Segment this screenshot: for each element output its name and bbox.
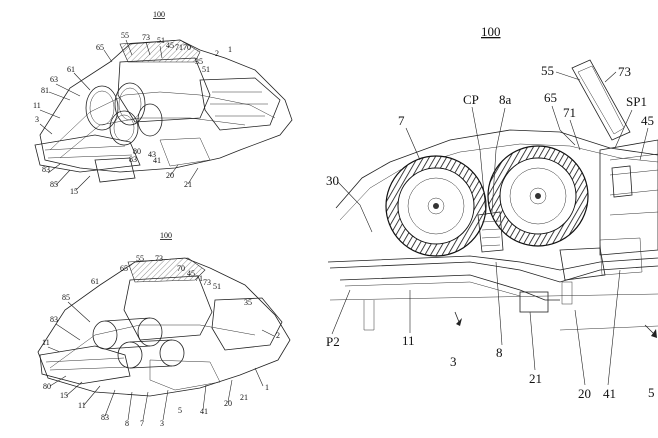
right-labels: 55 73 7 CP 8a 65 71 SP1 45 30 P2 11 3 8 …: [326, 63, 655, 401]
callout-label: 51: [213, 282, 221, 291]
callout-label: 5: [178, 406, 182, 415]
callout-label: 65: [544, 90, 557, 105]
callout-label: 45: [187, 269, 195, 278]
callout-label: 2: [276, 331, 280, 340]
callout-label: 11: [42, 338, 50, 347]
callout-label: 83: [101, 413, 109, 422]
callout-label: 73: [618, 64, 631, 79]
callout-label: 35: [195, 57, 203, 66]
callout-label: 21: [529, 371, 542, 386]
callout-label: 41: [603, 386, 616, 401]
figure-title: 100: [160, 231, 172, 240]
callout-label: 2: [215, 49, 219, 58]
callout-label: 85: [62, 293, 70, 302]
callout-label: 41: [153, 156, 161, 165]
callout-label: 80: [43, 382, 51, 391]
callout-label: 21: [184, 180, 192, 189]
callout-label: 81: [41, 86, 49, 95]
figure-title: 100: [153, 10, 165, 19]
callout-label: 15: [60, 391, 68, 400]
callout-label: 3: [35, 115, 39, 124]
callout-label: 85: [50, 180, 58, 189]
callout-label: 73: [203, 278, 211, 287]
callout-label: 80: [133, 147, 141, 156]
callout-label: 83: [129, 155, 137, 164]
figure-top-left: 100 55 73 51 45 71 70 2 1: [33, 10, 293, 196]
callout-label: 5: [648, 385, 655, 400]
callout-label: 15: [70, 187, 78, 196]
figure-right: 100: [326, 24, 658, 401]
callout-label: 61: [91, 277, 99, 286]
callout-label: 63: [50, 75, 58, 84]
callout-label: 73: [142, 33, 150, 42]
callout-label: 8a: [499, 92, 512, 107]
callout-label: 73: [155, 254, 163, 263]
callout-label: 20: [224, 399, 232, 408]
callout-label: 83: [50, 315, 58, 324]
callout-label: 8: [496, 345, 503, 360]
callout-label: 55: [541, 63, 554, 78]
callout-label: 11: [402, 333, 415, 348]
callout-label: P2: [326, 334, 340, 349]
callout-label: 71: [195, 274, 203, 283]
callout-label: 7: [398, 113, 405, 128]
callout-label: 3: [160, 419, 164, 428]
callout-label: 65: [96, 43, 104, 52]
callout-label: 35: [244, 298, 252, 307]
callout-label: 41: [200, 407, 208, 416]
callout-label: 65: [120, 264, 128, 273]
callout-label: 3: [450, 354, 457, 369]
top-left-labels: 55 73 51 45 71 70 2 1 65 35 51 61 81 63 …: [33, 31, 232, 196]
callout-label: 11: [33, 101, 41, 110]
callout-label: 11: [78, 401, 86, 410]
callout-label: 7: [140, 419, 144, 428]
figure-bottom-left: 100 55 73 70 45 71 73 51 65 61 35 85 83 …: [37, 231, 291, 428]
callout-label: 51: [157, 36, 165, 45]
callout-label: SP1: [626, 94, 647, 109]
figure-title: 100: [481, 24, 501, 39]
callout-label: 20: [578, 386, 591, 401]
callout-label: 70: [183, 43, 191, 52]
callout-label: 55: [136, 254, 144, 263]
callout-label: 61: [67, 65, 75, 74]
callout-label: 51: [202, 65, 210, 74]
callout-label: 30: [326, 173, 339, 188]
callout-label: 71: [563, 105, 576, 120]
callout-label: 1: [228, 45, 232, 54]
bottom-left-labels: 55 73 70 45 71 73 51 65 61 35 85 83 2 11…: [42, 254, 280, 428]
callout-label: 1: [265, 383, 269, 392]
callout-label: 71: [175, 43, 183, 52]
callout-label: 55: [121, 31, 129, 40]
callout-label: 45: [641, 113, 654, 128]
callout-label: 8: [125, 419, 129, 428]
callout-label: CP: [463, 92, 479, 107]
callout-label: 45: [166, 41, 174, 50]
callout-label: 21: [240, 393, 248, 402]
callout-label: 70: [177, 264, 185, 273]
callout-label: 83: [42, 165, 50, 174]
callout-label: 43: [148, 150, 156, 159]
